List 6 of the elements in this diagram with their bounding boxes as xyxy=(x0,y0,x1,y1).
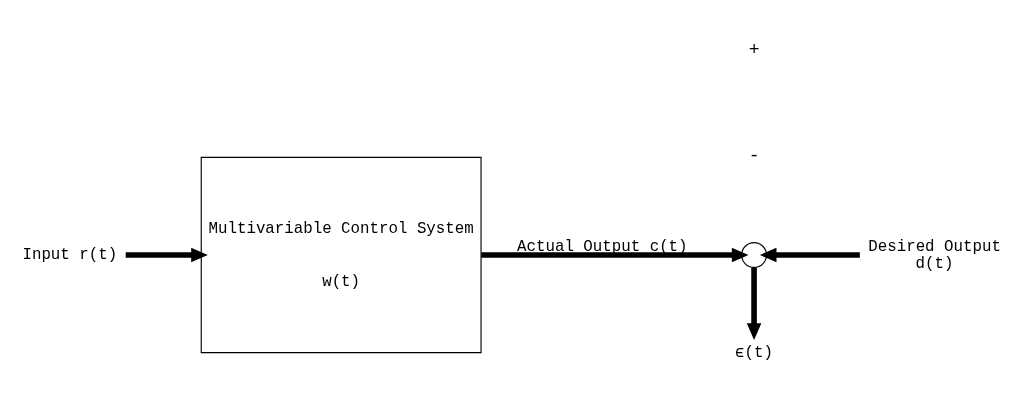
label: + xyxy=(748,40,759,61)
node-text: ϵ(t) xyxy=(734,344,773,363)
node-text: Desired Output d(t) xyxy=(867,237,1001,273)
label: - xyxy=(748,146,759,167)
node-text: Input r(t) xyxy=(21,246,117,265)
edge-label: Actual Output c(t) xyxy=(516,237,688,256)
